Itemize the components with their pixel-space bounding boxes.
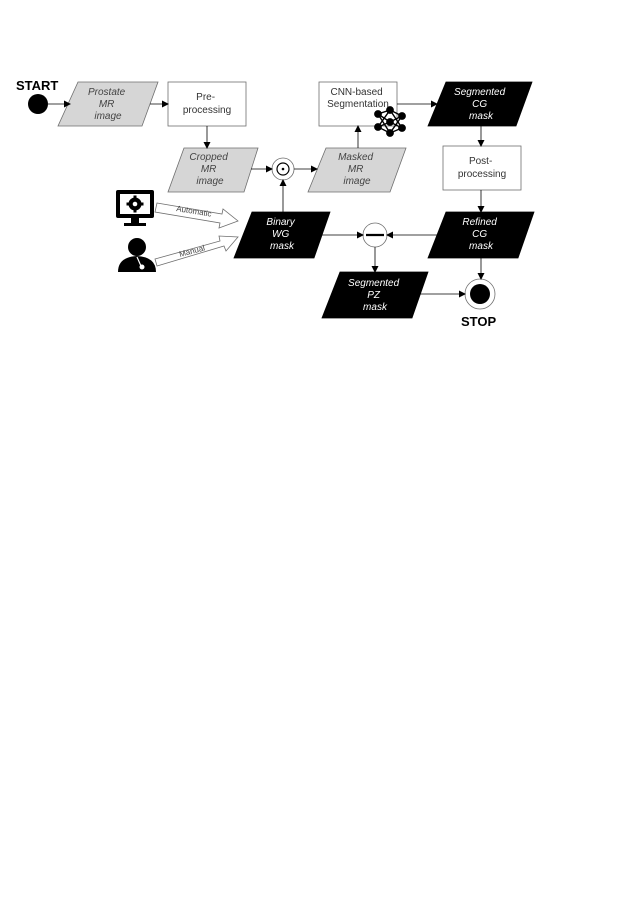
masked-mr-image-node: [307, 147, 407, 193]
neural-network-icon: [374, 106, 406, 137]
segmented-pz-mask-label: Segmented PZ mask: [348, 278, 402, 313]
stop-label: STOP: [461, 314, 496, 329]
computer-gear-icon: [116, 190, 154, 226]
segmented-pz-mask-node: [321, 271, 429, 319]
masked-mr-image-label: Masked MR image: [338, 152, 376, 187]
doctor-icon: [118, 238, 156, 272]
segmented-cg-mask-label: Segmented CG mask: [454, 87, 508, 122]
preprocessing-label: Pre- processing: [183, 92, 231, 116]
prostate-mr-image-label: Prostate MR image: [88, 87, 128, 122]
binary-wg-mask-label: Binary WG mask: [266, 217, 297, 252]
connectors: [48, 100, 485, 298]
preprocessing-node: [167, 81, 247, 127]
prostate-mr-image-node: [57, 81, 159, 127]
refined-cg-mask-node: [427, 211, 535, 259]
cropped-mr-image-node: [167, 147, 259, 193]
cnn-segmentation-label: CNN-based Segmentation: [327, 87, 389, 110]
binary-wg-mask-node: [233, 211, 331, 259]
start-label: START: [16, 78, 58, 93]
cropped-mr-image-label: Cropped MR image: [189, 152, 230, 187]
postprocessing-label: Post- processing: [458, 156, 506, 180]
start-node: [28, 94, 48, 114]
segmented-cg-mask-node: [427, 81, 533, 127]
stop-node: [464, 278, 496, 310]
postprocessing-node: [442, 145, 522, 191]
manual-label: Manual: [178, 243, 206, 259]
subtraction-icon: [362, 222, 388, 248]
refined-cg-mask-label: Refined CG mask: [462, 217, 499, 252]
manual-arrow: Manual: [154, 235, 239, 267]
automatic-arrow: Automatic: [154, 202, 239, 229]
elementwise-product-icon: [271, 157, 295, 181]
